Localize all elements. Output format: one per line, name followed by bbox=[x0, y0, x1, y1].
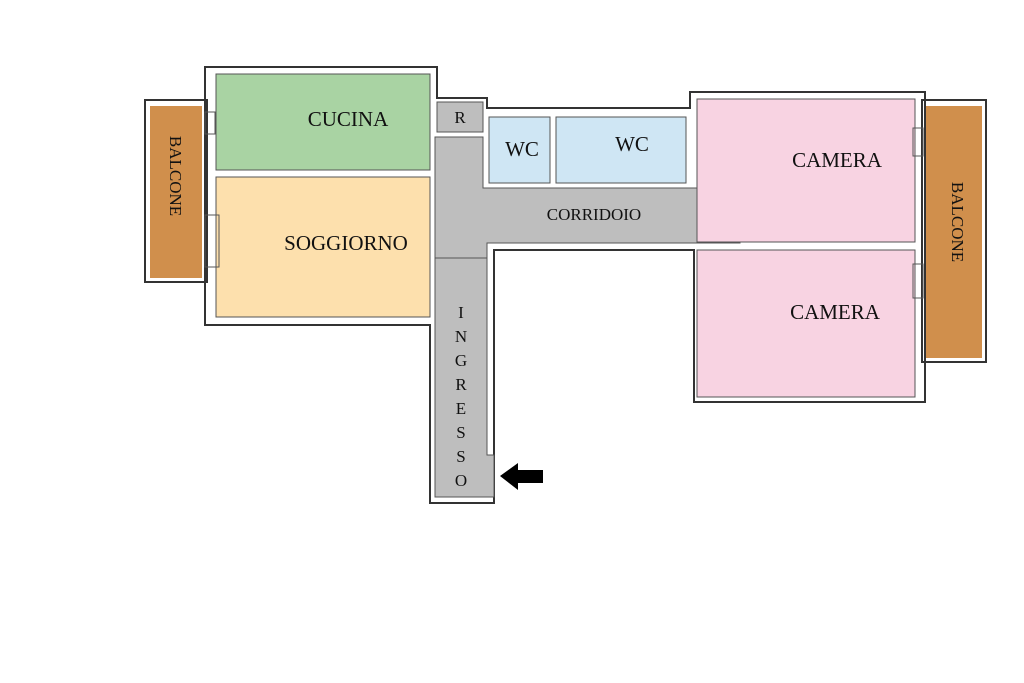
corridoio-label: CORRIDOIO bbox=[547, 205, 641, 224]
balcone-left-label: BALCONE bbox=[166, 136, 185, 216]
outer-walls bbox=[144, 66, 987, 504]
cucina-room bbox=[215, 73, 431, 171]
camera-label-2: CAMERA bbox=[790, 300, 881, 324]
ripostiglio-room bbox=[436, 101, 484, 133]
ingresso-letter: R bbox=[455, 375, 467, 394]
ingresso-letter: N bbox=[455, 327, 467, 346]
ingresso-label: I N G R E S S O bbox=[455, 303, 467, 490]
cucina-label: CUCINA bbox=[308, 107, 389, 131]
camera-room-2 bbox=[696, 249, 916, 398]
ingresso-room bbox=[434, 257, 495, 498]
wc-label-1: WC bbox=[505, 137, 539, 161]
wc-room-1 bbox=[488, 116, 551, 184]
balcone-right-room bbox=[926, 106, 982, 358]
ingresso-letter: E bbox=[456, 399, 466, 418]
entrance-arrow-icon bbox=[500, 463, 543, 490]
ingresso-letter: G bbox=[455, 351, 467, 370]
wc-label-2: WC bbox=[615, 132, 649, 156]
balcone-right-label: BALCONE bbox=[948, 182, 967, 262]
ingresso-letter: S bbox=[456, 447, 465, 466]
svg-text:BALCONE: BALCONE bbox=[166, 136, 185, 216]
ingresso-letter: O bbox=[455, 471, 467, 490]
ripostiglio-label: R bbox=[454, 108, 466, 127]
soggiorno-room bbox=[215, 176, 431, 318]
camera-room-1 bbox=[696, 98, 916, 243]
camera-label-1: CAMERA bbox=[792, 148, 883, 172]
wc-room-2 bbox=[555, 116, 687, 184]
ingresso-letter: S bbox=[456, 423, 465, 442]
soggiorno-label: SOGGIORNO bbox=[284, 231, 408, 255]
svg-text:BALCONE: BALCONE bbox=[948, 182, 967, 262]
ingresso-letter: I bbox=[458, 303, 464, 322]
balcone-left-room bbox=[150, 106, 202, 278]
